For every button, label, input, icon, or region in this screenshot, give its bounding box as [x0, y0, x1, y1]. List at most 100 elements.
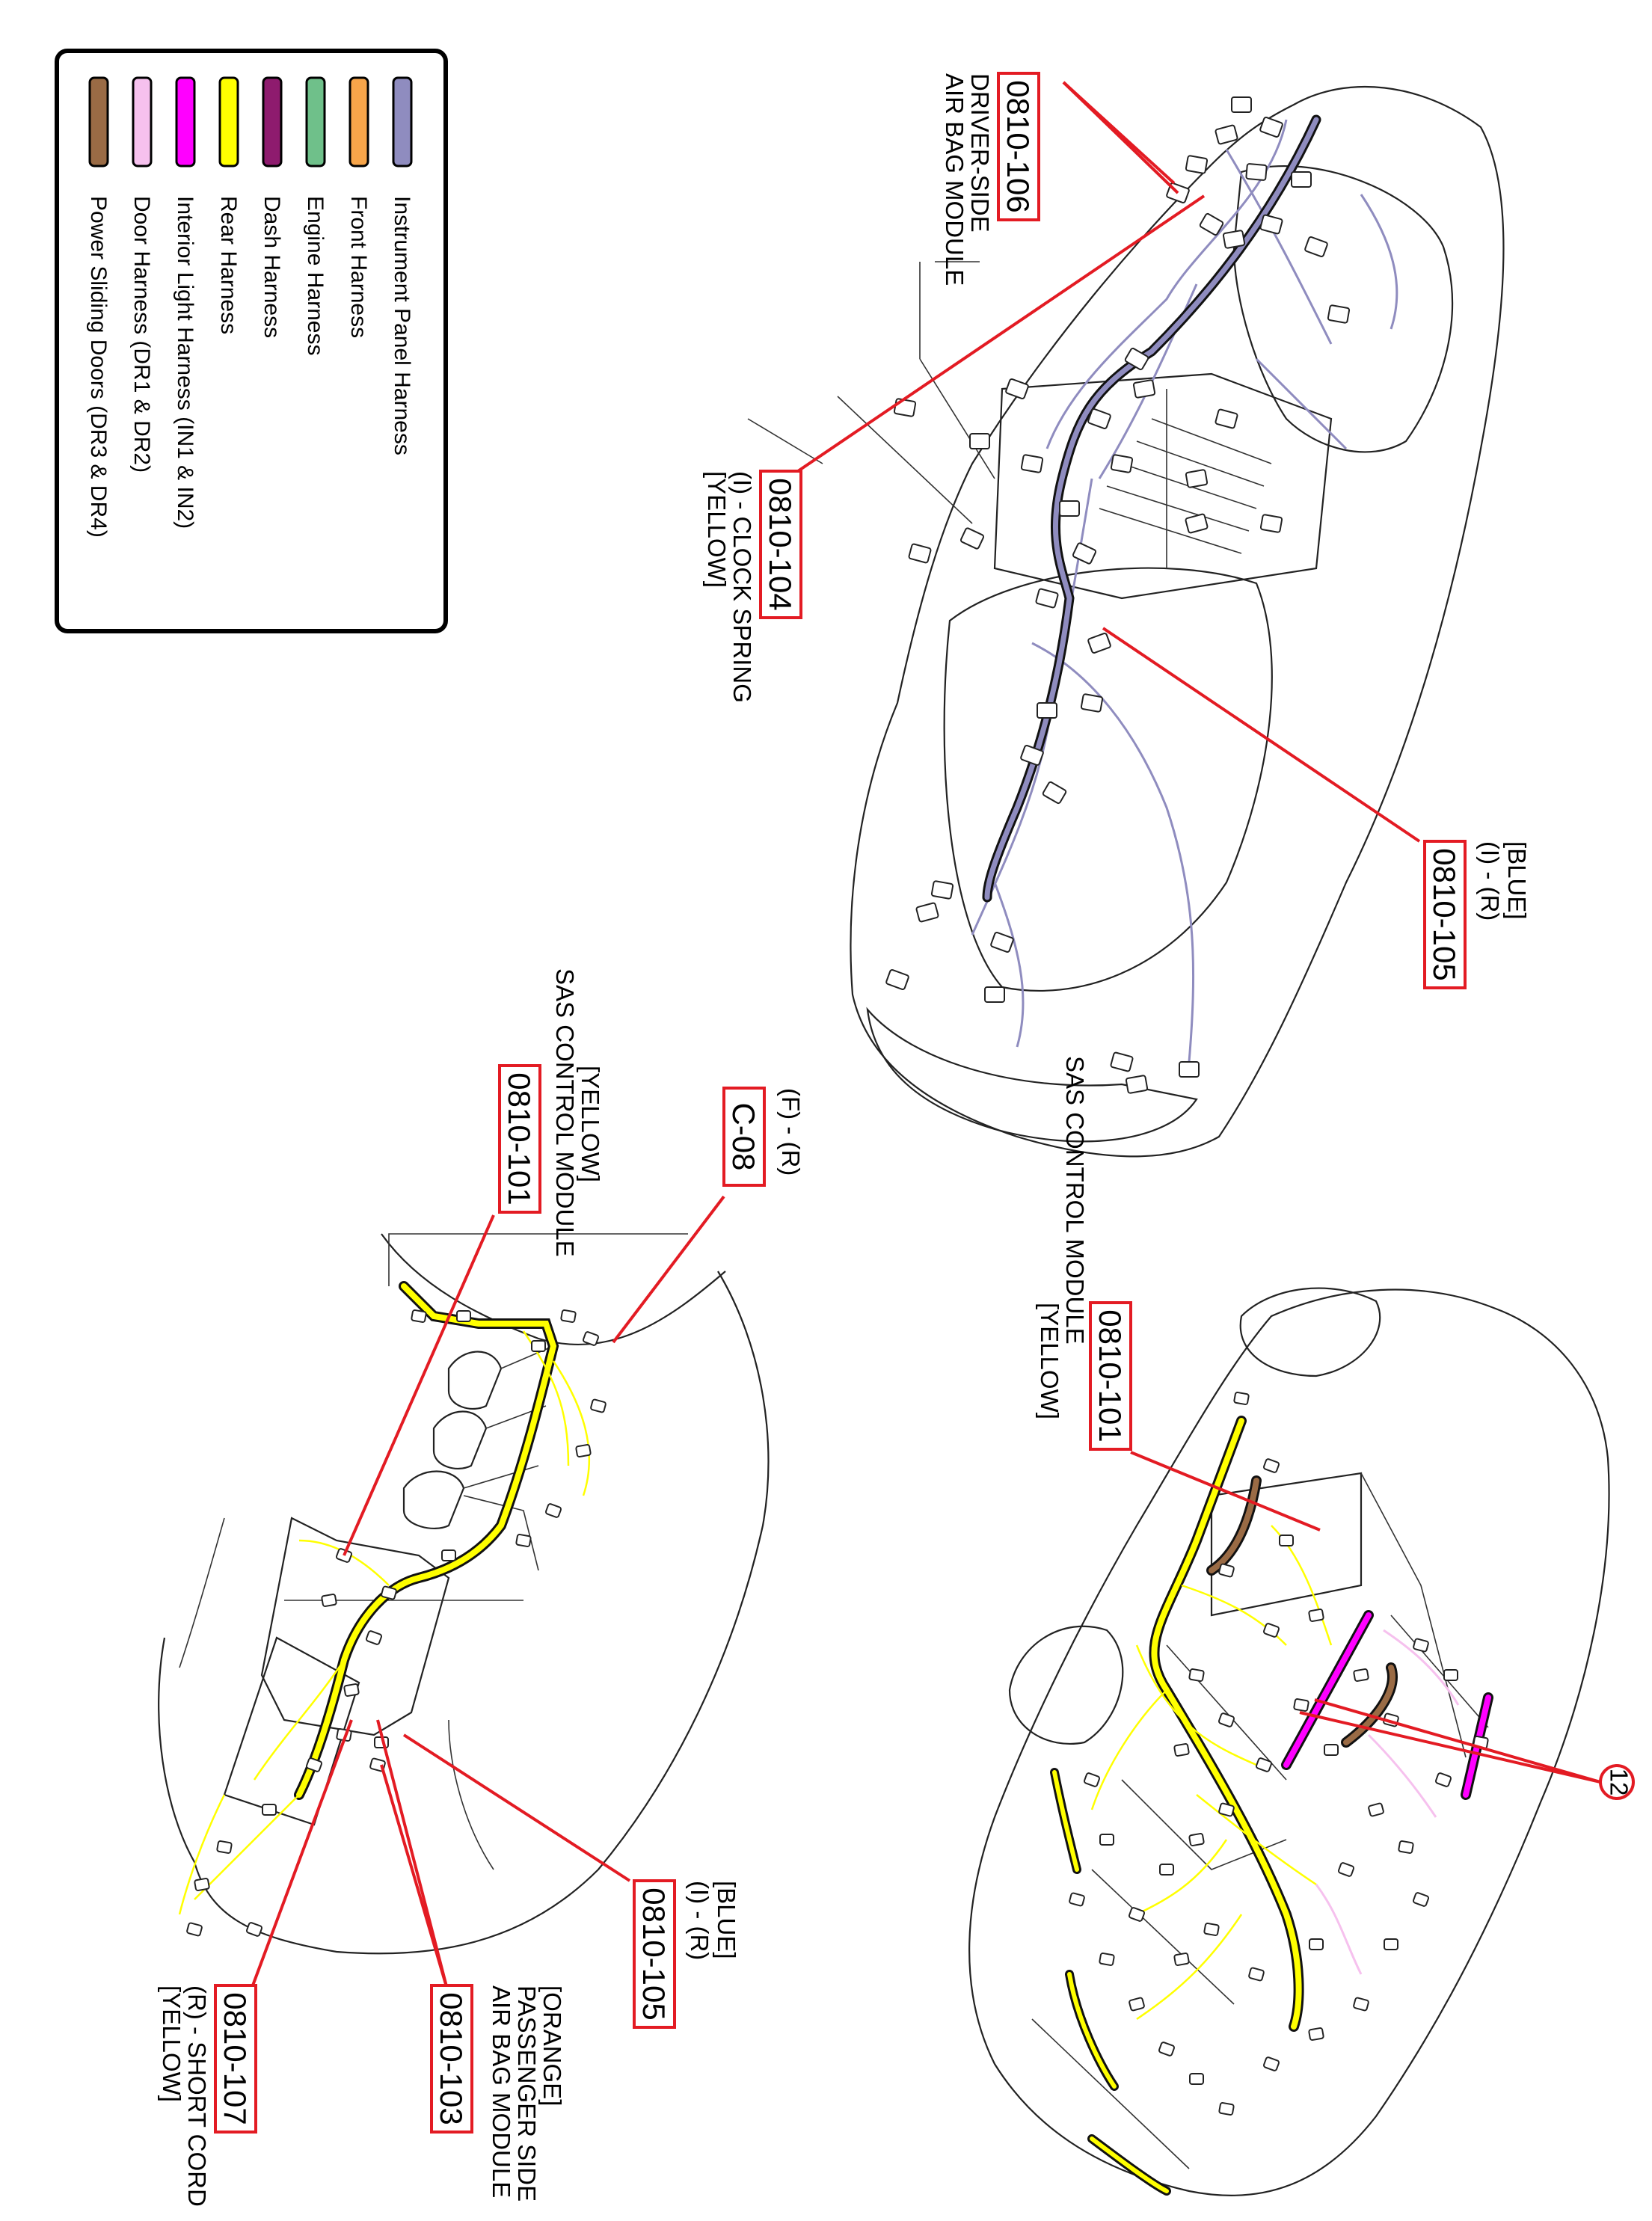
pedal-1 — [447, 1351, 503, 1410]
callout-box — [759, 470, 802, 619]
connector — [456, 1310, 471, 1322]
callout-0810-101-left[interactable]: [YELLOW] SAS CONTROL MODULE 0810-101 — [498, 968, 604, 1257]
callout-box — [214, 1984, 257, 2134]
connector — [186, 1922, 203, 1937]
connector — [1245, 163, 1268, 181]
connector — [575, 1444, 592, 1457]
car-door-harness — [1315, 1629, 1460, 1975]
callout-code: C-08 — [726, 1102, 761, 1170]
car-body-outline — [968, 1288, 1610, 2196]
connector — [1259, 514, 1283, 533]
leader-line — [1130, 1451, 1321, 1532]
ip-main-trunk-outer — [982, 114, 1321, 903]
ip-glovebox — [866, 1007, 1198, 1143]
connector — [1218, 2102, 1235, 2116]
connector — [1327, 304, 1351, 324]
connector — [531, 1340, 546, 1352]
connector — [544, 1503, 562, 1518]
connector — [1173, 1953, 1190, 1966]
ip-support-lines — [747, 261, 1167, 568]
callout-0810-107[interactable]: 0810-107 (R) - SHORT CORD [YELLOW] — [158, 1984, 257, 2207]
callout-c-08[interactable]: (F) - (R) C-08 — [722, 1087, 805, 1187]
callout-leader-lines — [251, 81, 1601, 1990]
legend-swatch — [348, 76, 369, 168]
callout-line2: [YELLOW] — [158, 1985, 185, 2102]
connector — [1231, 96, 1252, 113]
callout-box — [1423, 840, 1467, 989]
connector — [1188, 1833, 1205, 1846]
callout-code: 0810-104 — [763, 478, 798, 611]
callout-line1: [BLUE] — [1503, 841, 1531, 920]
callout-0810-101-right[interactable]: 0810-101 SAS CONTROL MODULE [YELLOW] — [1036, 1056, 1132, 1451]
legend-swatch — [392, 76, 413, 168]
connector — [930, 880, 954, 900]
connector — [1173, 1743, 1190, 1757]
connector — [1304, 236, 1328, 257]
callout-line2: PASSENGER SIDE — [513, 1985, 541, 2202]
connector — [1005, 378, 1029, 399]
connector — [1185, 469, 1209, 488]
leader-line — [796, 194, 1206, 473]
connector — [1124, 347, 1149, 371]
connector — [515, 1534, 532, 1547]
callout-line1: (I) - CLOCK SPRING — [728, 471, 756, 703]
car-power-sliding — [1209, 1478, 1395, 1745]
connector — [1279, 1535, 1294, 1546]
connector — [560, 1309, 577, 1323]
connector — [1099, 1953, 1115, 1966]
leader-line — [380, 1764, 449, 1990]
connector — [1308, 1609, 1324, 1622]
callout-line1: DRIVER-SIDE — [966, 73, 994, 233]
callout-0810-105-bottom[interactable]: [BLUE] (I) - (R) 0810-105 — [633, 1879, 740, 2029]
connector — [1384, 1938, 1398, 1950]
callout-line1: [ORANGE] — [538, 1985, 566, 2106]
connector — [1059, 500, 1080, 517]
legend-swatch — [218, 76, 239, 168]
car-body-drawing — [968, 1287, 1610, 2196]
connector — [893, 398, 917, 417]
leader-line — [343, 1214, 495, 1556]
connector — [1037, 702, 1057, 719]
legend-label: Interior Light Harness (IN1 & IN2) — [173, 196, 197, 529]
connector — [411, 1309, 427, 1323]
connector — [1087, 408, 1111, 429]
callout-0810-103[interactable]: [ORANGE] PASSENGER SIDE AIR BAG MODULE 0… — [430, 1984, 566, 2202]
floor-lines — [179, 1233, 688, 1870]
connector — [1434, 1772, 1452, 1787]
callout-0810-104[interactable]: 0810-104 (I) - CLOCK SPRING [YELLOW] — [703, 470, 802, 703]
callout-12[interactable]: 12 — [1599, 1764, 1635, 1800]
connector — [1324, 1744, 1339, 1756]
connector — [245, 1922, 263, 1937]
leader-line — [376, 1719, 449, 1990]
legend-label: Front Harness — [346, 196, 371, 338]
connector — [885, 969, 909, 990]
connector — [381, 1585, 397, 1600]
connector — [1368, 1802, 1384, 1817]
connector — [959, 527, 985, 550]
connector — [1129, 1997, 1145, 2012]
connector — [1188, 1668, 1205, 1682]
instrument-panel-drawing — [747, 85, 1505, 1158]
leader-line — [402, 1733, 631, 1882]
connector — [1308, 2027, 1324, 2041]
floor-thin-wires — [178, 1330, 591, 1915]
callout-0810-106[interactable]: 0810-106 DRIVER-SIDE AIR BAG MODULE — [941, 72, 1040, 286]
car-rear-harness — [1151, 1418, 1302, 2030]
callout-line1: SAS CONTROL MODULE — [1061, 1056, 1089, 1345]
callout-line1: [YELLOW] — [577, 1066, 604, 1182]
connector — [1125, 1075, 1149, 1094]
connector — [1020, 454, 1044, 473]
ip-center-stack — [993, 372, 1333, 600]
legend-label: Power Sliding Doors (DR3 & DR4) — [86, 196, 111, 538]
connector — [1080, 693, 1104, 713]
connector — [1262, 1458, 1280, 1473]
connector — [1262, 1623, 1280, 1638]
connector — [321, 1594, 337, 1607]
floor-rear-harness — [296, 1283, 557, 1798]
connector — [1255, 1757, 1273, 1772]
callout-0810-105-top[interactable]: [BLUE] (I) - (R) 0810-105 — [1423, 840, 1531, 989]
connector — [1185, 513, 1209, 534]
connector — [1099, 1834, 1114, 1846]
legend-label: Instrument Panel Harness — [390, 196, 414, 455]
